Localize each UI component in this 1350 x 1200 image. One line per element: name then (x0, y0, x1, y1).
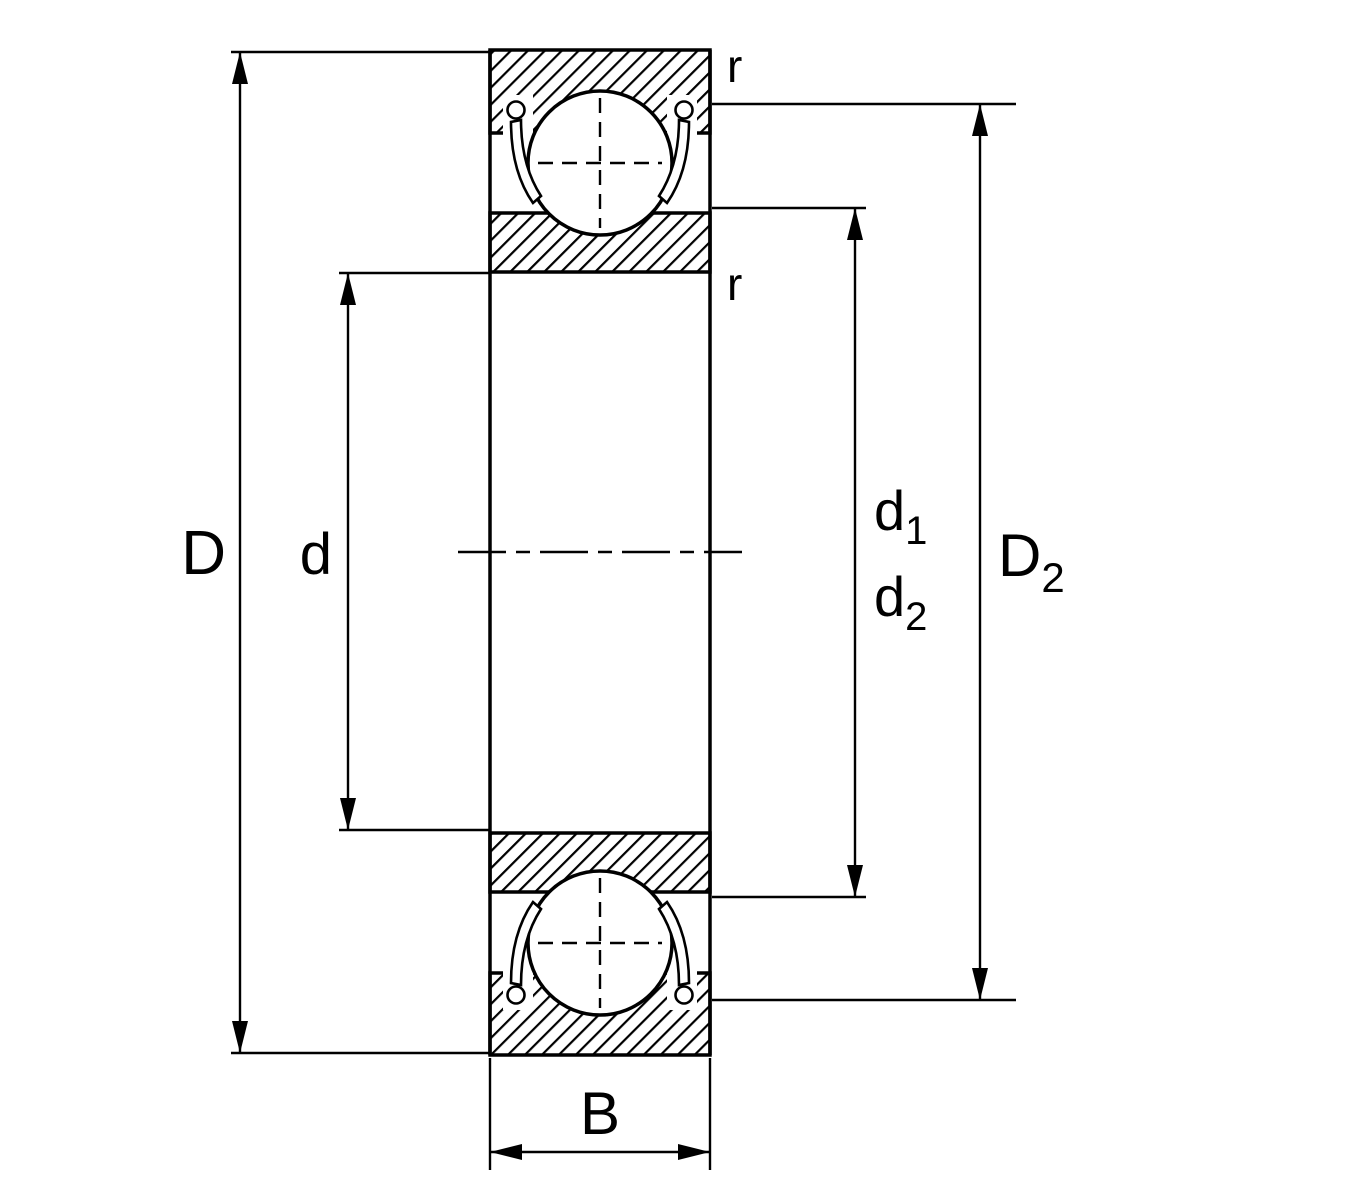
shield-top-right (657, 118, 691, 205)
dimension-D-arrow-up (232, 52, 248, 84)
dimension-D-arrow-down (232, 1021, 248, 1053)
dimension-D2-arrow-down (972, 968, 988, 1000)
shield-bottom-right (657, 900, 691, 987)
dimension-d1-d2: d1 d2 (712, 206, 927, 899)
label-chamfer-outer: r (727, 40, 742, 92)
shield-anchor-bottom-left (506, 985, 526, 1005)
bearing-top-half (488, 48, 712, 274)
dimension-B: B (488, 1058, 712, 1170)
label-width: B (580, 1080, 620, 1147)
dimension-D: D (181, 50, 490, 1055)
label-chamfer-inner: r (727, 258, 742, 310)
dimension-d: d (300, 271, 490, 832)
shield-anchor-top-right (674, 100, 694, 120)
dimension-B-arrow-left (490, 1144, 522, 1160)
dimension-D2-arrow-up (972, 104, 988, 136)
bearing-bottom-half (488, 831, 712, 1057)
label-bore-diameter: d (300, 522, 332, 587)
label-d2: d2 (874, 565, 927, 639)
dimension-B-arrow-right (678, 1144, 710, 1160)
chamfer-labels: r r (727, 40, 742, 310)
label-D2: D2 (998, 522, 1065, 601)
shield-anchor-top-left (506, 100, 526, 120)
label-d1: d1 (874, 479, 927, 553)
dimension-d-arrow-up (340, 273, 356, 305)
dimension-d-arrow-down (340, 798, 356, 830)
label-outer-diameter: D (181, 519, 226, 588)
dimension-D2: D2 (712, 102, 1065, 1002)
dimension-d1-d2-arrow-up (847, 208, 863, 240)
shield-bottom-left (509, 900, 543, 987)
dimension-d1-d2-arrow-down (847, 865, 863, 897)
shield-anchor-bottom-right (674, 985, 694, 1005)
shield-top-left (509, 118, 543, 205)
